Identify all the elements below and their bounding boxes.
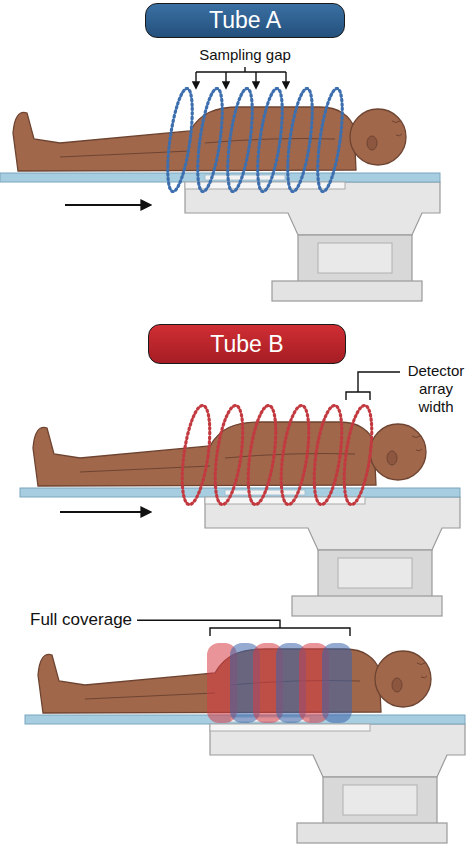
gap-arrow	[225, 72, 226, 88]
width-bracket	[346, 392, 370, 400]
motion-arrow	[60, 511, 150, 513]
tube-a-box: Tube A	[145, 3, 345, 38]
helix-coil	[163, 87, 197, 193]
helix-coil	[177, 404, 215, 506]
leader-line	[137, 620, 280, 628]
gap-arrow	[285, 72, 286, 88]
motion-arrow	[65, 204, 150, 206]
helix-coil	[283, 87, 317, 193]
gap-arrow	[195, 72, 196, 88]
helix-coil	[243, 404, 281, 506]
tube-b-box: Tube B	[148, 324, 346, 364]
annotation-label: Detector array width	[404, 362, 468, 416]
coverage-band	[322, 643, 352, 723]
helix-coil	[223, 87, 257, 193]
helix-coil	[210, 404, 248, 506]
coverage-bracket	[210, 628, 350, 636]
helix-coil	[253, 87, 287, 193]
leader-line	[358, 372, 400, 392]
helix-coil	[339, 404, 377, 506]
gap-arrow	[255, 72, 256, 88]
tube-label: Tube B	[210, 331, 283, 358]
helix-coil	[193, 87, 227, 193]
helix-coil	[309, 404, 347, 506]
helix-coil	[313, 87, 347, 193]
annotation-label: Full coverage	[30, 610, 132, 630]
annotation-label: Sampling gap	[199, 46, 291, 64]
gap-bracket	[196, 67, 286, 72]
helix-coil	[276, 404, 314, 506]
tube-label: Tube A	[209, 7, 281, 34]
